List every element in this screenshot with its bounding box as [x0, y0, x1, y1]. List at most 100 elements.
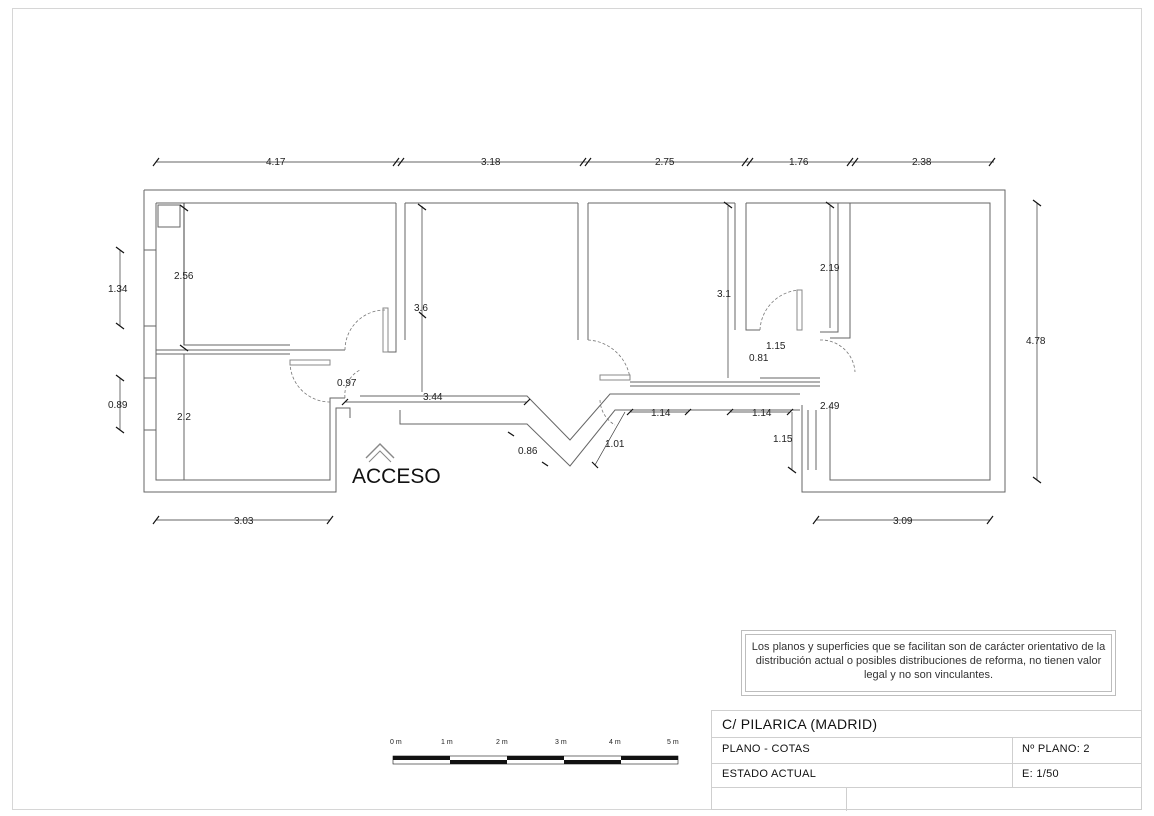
dim-top-5: 2.38	[912, 157, 932, 168]
scale-segment	[564, 760, 621, 764]
scale-label: 1 m	[441, 739, 453, 746]
tick	[115, 246, 125, 254]
scale-segment	[393, 756, 450, 760]
room-wall	[830, 203, 851, 339]
scale-text: E: 1/50	[1022, 768, 1059, 780]
door-swing	[289, 361, 331, 403]
dim-interior-5: 3.44	[423, 392, 443, 403]
door-leaf	[382, 307, 389, 353]
door-swing	[587, 339, 631, 379]
dim-top-3: 2.75	[655, 157, 675, 168]
walls	[143, 189, 1006, 493]
drawing-frame	[12, 8, 1142, 810]
tick	[341, 398, 349, 406]
dim-bottom-2: 3.09	[893, 516, 913, 527]
door-swing	[344, 309, 386, 351]
title-row-state: ESTADO ACTUAL E: 1/50	[712, 763, 1141, 788]
tick	[684, 408, 692, 416]
title-block: C/ PILARICA (MADRID) PLANO - COTAS Nº PL…	[711, 710, 1142, 811]
tick	[1032, 476, 1042, 484]
dim-interior-13: 2.19	[820, 263, 840, 274]
dimension-ticks	[115, 157, 1042, 525]
title-divider	[846, 787, 847, 811]
scale-segment	[621, 756, 678, 760]
tick	[115, 374, 125, 382]
tick	[851, 157, 859, 167]
tick	[115, 426, 125, 434]
tick	[507, 431, 515, 437]
access-label: ACCESO	[352, 465, 441, 488]
tick	[579, 157, 587, 167]
tick	[179, 204, 189, 212]
dim-right-1: 4.78	[1026, 336, 1046, 347]
inner-wall-line	[746, 202, 991, 481]
door-leaf	[599, 374, 631, 381]
tick	[541, 461, 549, 467]
tick	[626, 408, 634, 416]
dim-interior-4: 0.97	[337, 378, 357, 389]
door-swing	[344, 369, 361, 399]
door-swing	[599, 399, 616, 426]
door-leaf	[289, 359, 331, 366]
dim-interior-14: 2.49	[820, 401, 840, 412]
tick	[726, 408, 734, 416]
access-arrow	[365, 443, 395, 459]
scale-segment	[507, 756, 564, 760]
room-wall	[183, 203, 290, 346]
tick	[392, 157, 400, 167]
tick	[418, 311, 427, 319]
scale-label: 0 m	[390, 739, 402, 746]
state-text: ESTADO ACTUAL	[722, 768, 817, 780]
corridor-wall	[399, 409, 800, 467]
dim-bottom-1: 3.03	[234, 516, 254, 527]
door-swing	[759, 289, 801, 331]
dim-interior-9: 1.14	[752, 408, 772, 419]
scale-label: 5 m	[667, 739, 679, 746]
dim-top-2: 3.18	[481, 157, 501, 168]
tick	[417, 203, 427, 211]
dim-top-1: 4.17	[266, 157, 286, 168]
fixture	[157, 204, 181, 228]
address-text: C/ PILARICA (MADRID)	[722, 716, 878, 732]
door-swings	[289, 289, 856, 426]
dim-left-2: 0.89	[108, 400, 128, 411]
tick	[115, 322, 125, 330]
dim-interior-15: 1.15	[773, 434, 793, 445]
plan-number-text: Nº PLANO: 2	[1022, 743, 1090, 755]
room-wall	[820, 203, 839, 333]
window	[143, 249, 157, 327]
outer-wall	[144, 189, 1006, 493]
plan-type-text: PLANO - COTAS	[722, 743, 811, 755]
corridor-wall	[360, 393, 800, 441]
tick	[787, 466, 797, 474]
dim-interior-10: 3.1	[717, 289, 731, 300]
dim-interior-1: 2.56	[174, 271, 194, 282]
tick	[152, 157, 160, 167]
tick	[523, 398, 531, 406]
dim-interior-7: 1.01	[605, 439, 625, 450]
dim-interior-2: 2.2	[177, 412, 191, 423]
tick	[1032, 199, 1042, 207]
dim-interior-3: 3.6	[414, 303, 428, 314]
title-row-address: C/ PILARICA (MADRID)	[712, 711, 1141, 738]
tick	[591, 461, 599, 469]
room-wall	[385, 203, 397, 353]
tick	[812, 515, 820, 525]
dim-top-4: 1.76	[789, 157, 809, 168]
tick	[741, 157, 749, 167]
scale-segment	[450, 760, 507, 764]
tick	[988, 157, 996, 167]
tick	[723, 201, 733, 209]
dim-left-1: 1.34	[108, 284, 128, 295]
scale-label: 2 m	[496, 739, 508, 746]
tick	[397, 157, 405, 167]
window	[143, 377, 157, 431]
dim-interior-11: 1.15	[766, 341, 786, 352]
title-divider	[1012, 737, 1013, 787]
room-wall	[745, 203, 760, 331]
scale-label: 4 m	[609, 739, 621, 746]
access-arrow	[368, 450, 392, 463]
tick	[179, 344, 189, 352]
tick	[584, 157, 592, 167]
